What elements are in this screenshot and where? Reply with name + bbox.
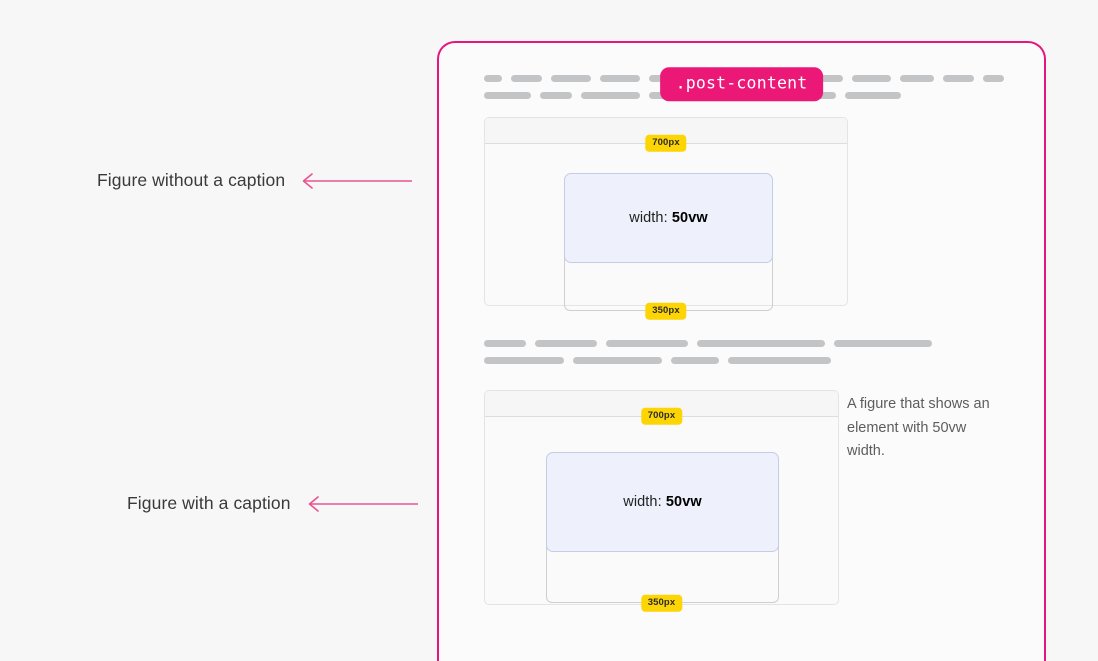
figure-caption: A figure that shows an element with 50vw… <box>847 396 990 459</box>
panel-tag-label: .post-content <box>659 67 824 101</box>
annotation-label: Figure without a caption <box>97 170 286 191</box>
post-content-body: 700px width: 50vw 350px <box>439 43 1044 661</box>
skeleton-bar <box>982 75 1005 82</box>
skeleton-row <box>484 340 1004 347</box>
skeleton-bar <box>671 357 719 364</box>
post-content-panel: .post-content <box>437 41 1046 661</box>
arrow-left-icon <box>302 173 413 189</box>
element-box: width: 50vw <box>546 452 779 552</box>
measure-badge-outer-width: 700px <box>640 407 683 425</box>
skeleton-bar <box>511 75 543 82</box>
skeleton-bar <box>851 75 891 82</box>
skeleton-bar <box>535 340 597 347</box>
skeleton-bar <box>484 75 503 82</box>
skeleton-bar <box>540 92 572 99</box>
skeleton-bar <box>845 92 901 99</box>
skeleton-bar <box>600 75 640 82</box>
figure-box: 700px width: 50vw 350px <box>484 390 839 612</box>
skeleton-bar <box>551 75 592 82</box>
skeleton-bar <box>728 357 831 364</box>
annotation-figure-without-caption: Figure without a caption <box>97 170 413 191</box>
element-width-label: width: 50vw <box>629 210 708 226</box>
skeleton-bar <box>573 357 662 364</box>
skeleton-bar <box>581 92 640 99</box>
measure-badge-outer-width: 700px <box>645 134 687 152</box>
element-width-label: width: 50vw <box>623 494 702 510</box>
skeleton-bar <box>697 340 825 347</box>
skeleton-bar <box>900 75 935 82</box>
measure-badge-inner-width: 350px <box>645 302 687 320</box>
skeleton-row <box>484 357 1004 364</box>
skeleton-bar <box>484 92 531 99</box>
arrow-left-icon <box>308 496 418 512</box>
figure-area-no-caption: 700px width: 50vw 350px <box>439 117 1044 320</box>
skeleton-bar <box>943 75 974 82</box>
annotation-figure-with-caption: Figure with a caption <box>127 494 418 514</box>
skeleton-paragraph-2 <box>439 340 1044 364</box>
measure-badge-inner-width: 350px <box>640 594 683 612</box>
skeleton-bar <box>606 340 688 347</box>
skeleton-bar <box>484 340 526 347</box>
figure-area-with-caption: 700px width: 50vw 350px A figure that sh… <box>439 390 1044 612</box>
figure-box: 700px width: 50vw 350px <box>484 117 848 320</box>
annotation-label: Figure with a caption <box>127 493 291 514</box>
skeleton-bar <box>484 357 564 364</box>
element-box: width: 50vw <box>564 173 773 263</box>
skeleton-bar <box>834 340 932 347</box>
